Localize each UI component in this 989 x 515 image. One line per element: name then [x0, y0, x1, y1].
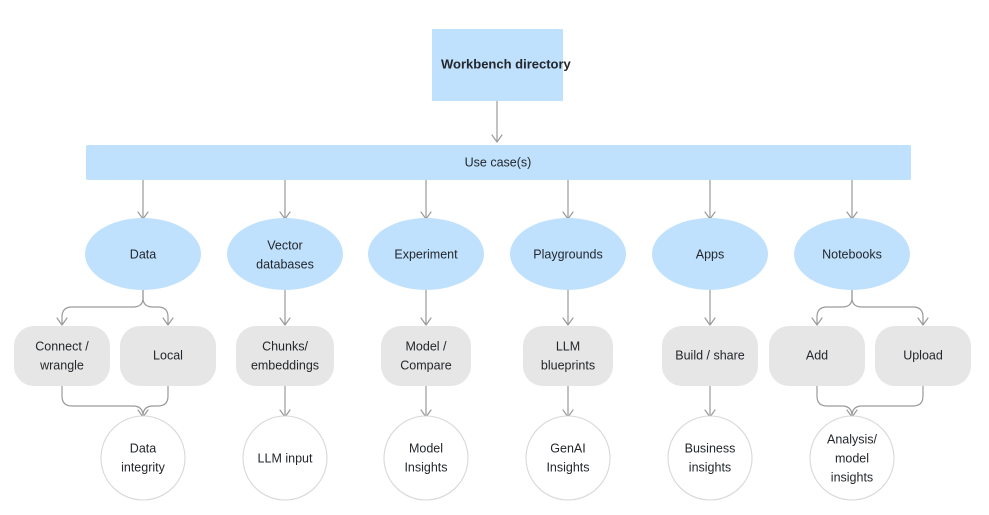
node-upload[interactable]: Upload — [875, 326, 971, 386]
arrowhead-root-to-band — [491, 134, 503, 143]
analysis-model-insights-label-line2: model — [835, 451, 869, 465]
data-integrity-label-line1: Data — [130, 441, 156, 455]
category-playgrounds-label: Playgrounds — [533, 247, 603, 261]
build-share-box[interactable] — [662, 326, 758, 386]
node-local[interactable]: Local — [120, 326, 216, 386]
local-box[interactable] — [120, 326, 216, 386]
category-playgrounds-ellipse[interactable] — [510, 218, 626, 290]
category-notebooks-label: Notebooks — [822, 247, 882, 261]
upload-label: Upload — [903, 348, 943, 362]
node-business-insights[interactable]: Business insights — [667, 415, 753, 501]
add-box[interactable] — [769, 326, 865, 386]
data-integrity-label-line2: integrity — [121, 460, 166, 474]
connector-data-split-left — [61, 290, 144, 324]
model-insights-label-line2: Insights — [404, 460, 447, 474]
use-cases-band-box[interactable] — [86, 145, 911, 180]
node-llm-input[interactable]: LLM input — [242, 415, 328, 501]
category-vector-databases-label-line2: databases — [256, 257, 314, 271]
connect-wrangle-label-line2: wrangle — [39, 358, 84, 372]
data-integrity-circle[interactable] — [100, 415, 186, 501]
node-model-compare[interactable]: Model / Compare — [381, 326, 471, 386]
node-use-cases-band[interactable]: Use case(s) — [86, 145, 911, 180]
arrowhead-notebooks-to-add — [811, 317, 823, 326]
category-apps-ellipse[interactable] — [652, 218, 768, 290]
arrowhead-apps-to-build — [704, 317, 716, 326]
node-category-vector-databases[interactable]: Vector databases — [227, 218, 343, 290]
chunks-embeddings-label-line1: Chunks/ — [262, 339, 308, 353]
llm-input-circle[interactable] — [242, 415, 328, 501]
arrowhead-vector-to-chunks — [279, 317, 291, 326]
arrowhead-experiment-to-model — [420, 317, 432, 326]
build-share-label: Build / share — [675, 348, 745, 362]
node-llm-blueprints[interactable]: LLM blueprints — [523, 326, 613, 386]
node-category-playgrounds[interactable]: Playgrounds — [510, 218, 626, 290]
node-genai-insights[interactable]: GenAI Insights — [525, 415, 611, 501]
model-insights-circle[interactable] — [383, 415, 469, 501]
category-experiment-label: Experiment — [394, 247, 458, 261]
arrowhead-notebooks-to-upload — [917, 317, 929, 326]
category-vector-databases-label-line1: Vector — [267, 238, 302, 252]
connector-notebooks-split-right — [851, 290, 924, 324]
category-data-label: Data — [130, 247, 156, 261]
llm-blueprints-label-line1: LLM — [556, 339, 580, 353]
node-category-apps[interactable]: Apps — [652, 218, 768, 290]
connect-wrangle-label-line1: Connect / — [35, 339, 89, 353]
arrowhead-data-to-local — [162, 317, 174, 326]
workbench-directory-box[interactable] — [432, 29, 563, 101]
connector-upload-to-analysis — [851, 386, 924, 417]
upload-box[interactable] — [875, 326, 971, 386]
node-category-experiment[interactable]: Experiment — [368, 218, 484, 290]
chunks-embeddings-box[interactable] — [236, 326, 334, 386]
analysis-model-insights-label-line3: insights — [831, 470, 873, 484]
node-category-data[interactable]: Data — [85, 218, 201, 290]
node-data-integrity[interactable]: Data integrity — [100, 415, 186, 501]
node-model-insights[interactable]: Model Insights — [383, 415, 469, 501]
analysis-model-insights-label-line1: Analysis/ — [827, 432, 878, 446]
connector-local-to-integrity — [142, 386, 169, 417]
category-data-ellipse[interactable] — [85, 218, 201, 290]
genai-insights-circle[interactable] — [525, 415, 611, 501]
genai-insights-label-line1: GenAI — [550, 441, 585, 455]
chunks-embeddings-label-line2: embeddings — [251, 358, 319, 372]
connector-notebooks-split-left — [816, 290, 853, 324]
node-chunks-embeddings[interactable]: Chunks/ embeddings — [236, 326, 334, 386]
node-category-notebooks[interactable]: Notebooks — [794, 218, 910, 290]
model-compare-box[interactable] — [381, 326, 471, 386]
arrowhead-data-to-connect — [56, 317, 68, 326]
local-label: Local — [153, 348, 183, 362]
model-compare-label-line2: Compare — [400, 358, 451, 372]
workbench-directory-label: Workbench directory — [441, 56, 572, 71]
llm-blueprints-box[interactable] — [523, 326, 613, 386]
business-insights-label-line1: Business — [685, 441, 736, 455]
node-connect-wrangle[interactable]: Connect / wrangle — [14, 326, 110, 386]
analysis-model-insights-circle[interactable] — [809, 415, 895, 501]
llm-blueprints-label-line2: blueprints — [541, 358, 595, 372]
category-apps-label: Apps — [696, 247, 725, 261]
model-compare-label-line1: Model / — [406, 339, 448, 353]
connector-add-to-analysis — [816, 386, 853, 417]
category-experiment-ellipse[interactable] — [368, 218, 484, 290]
category-notebooks-ellipse[interactable] — [794, 218, 910, 290]
node-add[interactable]: Add — [769, 326, 865, 386]
category-vector-databases-ellipse[interactable] — [227, 218, 343, 290]
use-cases-band-label: Use case(s) — [465, 155, 532, 169]
business-insights-label-line2: insights — [689, 460, 731, 474]
business-insights-circle[interactable] — [667, 415, 753, 501]
connector-data-split-right — [142, 290, 169, 324]
node-analysis-model-insights[interactable]: Analysis/ model insights — [809, 415, 895, 501]
connect-wrangle-box[interactable] — [14, 326, 110, 386]
model-insights-label-line1: Model — [409, 441, 443, 455]
node-workbench-directory[interactable]: Workbench directory — [432, 29, 572, 101]
add-label: Add — [806, 348, 828, 362]
genai-insights-label-line2: Insights — [546, 460, 589, 474]
arrowhead-playgrounds-to-blueprints — [562, 317, 574, 326]
llm-input-label: LLM input — [258, 451, 313, 465]
connector-connect-to-integrity — [61, 386, 144, 417]
node-build-share[interactable]: Build / share — [662, 326, 758, 386]
